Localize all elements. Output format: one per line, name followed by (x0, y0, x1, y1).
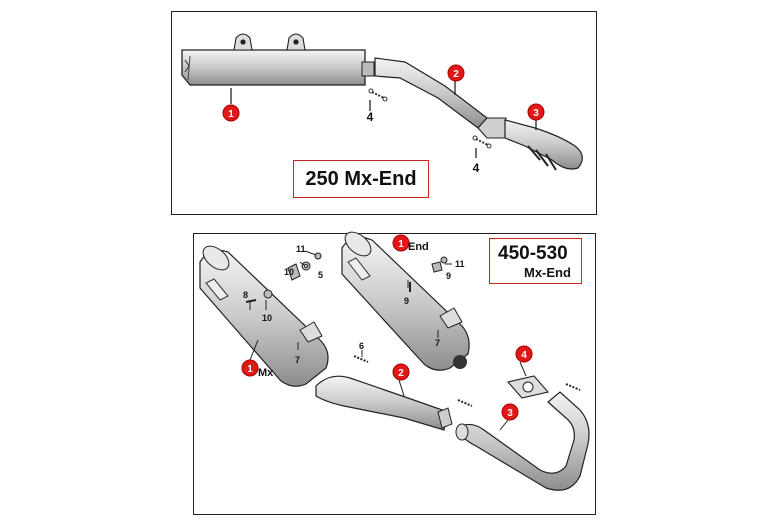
bottom-muffler-mx (199, 245, 329, 387)
title-250-mx-end: 250 Mx-End (293, 160, 429, 198)
part-label-4a: 4 (367, 110, 374, 124)
part-label-10a: 10 (284, 267, 294, 277)
part-label-7a: 7 (295, 355, 300, 365)
svg-text:2: 2 (398, 368, 404, 379)
top-header-pipe (361, 57, 583, 171)
bottom-hardware (245, 252, 581, 407)
callout-suffix-end: End (408, 241, 429, 253)
title-mx-end: Mx-End (524, 265, 571, 280)
bottom-flange (506, 375, 550, 399)
svg-text:1: 1 (398, 239, 404, 250)
part-label-5: 5 (318, 270, 323, 280)
svg-text:1: 1 (247, 364, 253, 375)
part-label-9a: 9 (446, 271, 451, 281)
part-label-8: 8 (243, 290, 248, 300)
callout-3-top: 3 (527, 103, 545, 121)
svg-text:3: 3 (533, 108, 539, 119)
callout-4-bottom: 4 (515, 345, 533, 363)
svg-text:3: 3 (507, 408, 513, 419)
bottom-mid-pipe (315, 375, 453, 431)
svg-text:1: 1 (228, 109, 234, 120)
bottom-header-pipe (455, 391, 590, 491)
part-label-10b: 10 (262, 313, 272, 323)
bottom-leader-lines (249, 250, 527, 431)
top-leader-lines (230, 80, 537, 158)
callout-suffix-mx: Mx (258, 367, 274, 379)
bottom-muffler-end (341, 231, 470, 371)
part-label-11b: 11 (455, 259, 465, 269)
top-springs (368, 88, 492, 149)
callout-1-top: 1 (222, 104, 240, 122)
callout-2-top: 2 (447, 64, 465, 82)
callout-1-mx: 1 Mx (241, 359, 274, 379)
part-label-4b: 4 (473, 161, 480, 175)
part-label-6: 6 (359, 341, 364, 351)
title-450-530: 450-530 (498, 243, 568, 264)
part-label-11a: 11 (296, 244, 306, 254)
svg-text:4: 4 (521, 350, 527, 361)
part-label-9b: 9 (404, 296, 409, 306)
part-label-7b: 7 (435, 338, 440, 348)
callout-2-bottom: 2 (392, 363, 410, 381)
svg-text:2: 2 (453, 69, 459, 80)
callout-3-bottom: 3 (501, 403, 519, 421)
top-muffler (181, 33, 366, 86)
bottom-part-labels: 11 10 5 8 10 7 6 11 9 9 7 (243, 244, 465, 365)
title-450-530-box: 450-530 Mx-End (489, 238, 582, 284)
callout-1-end: 1 End (392, 234, 429, 253)
